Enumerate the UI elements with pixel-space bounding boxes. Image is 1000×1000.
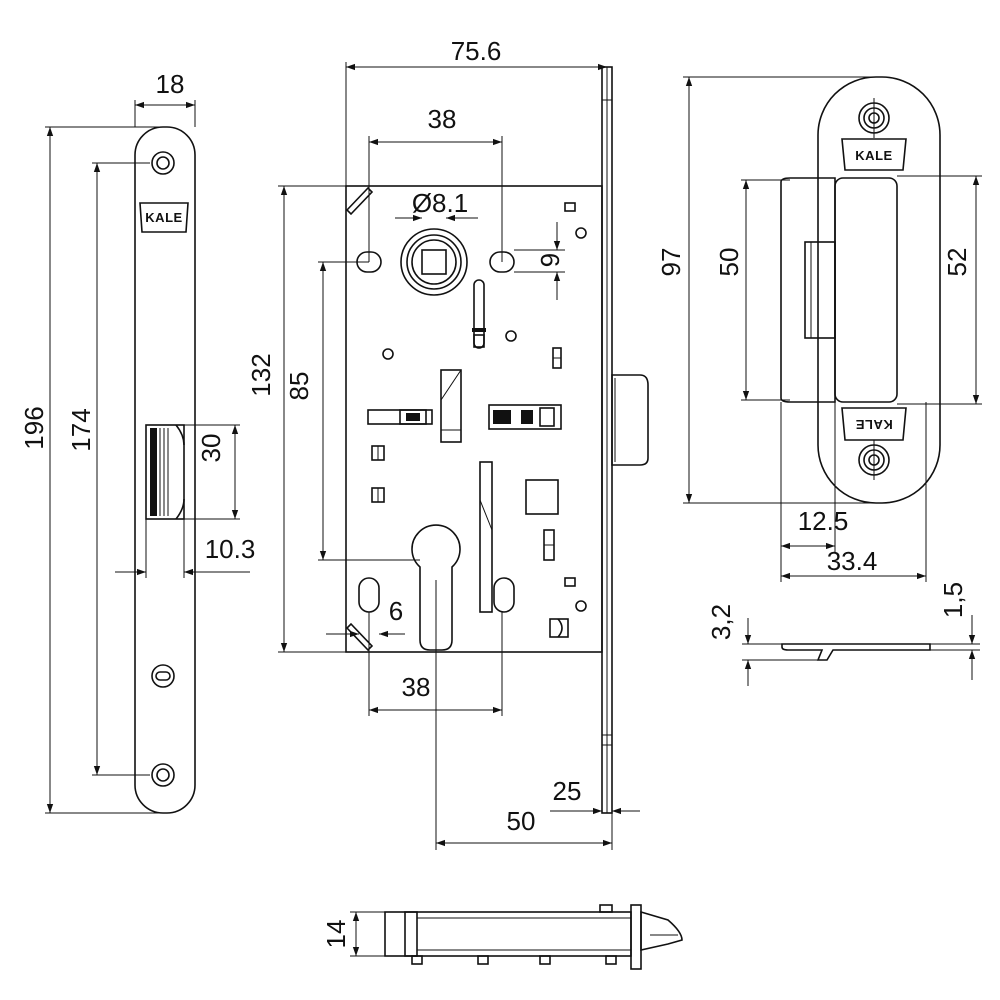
dim-faceplate-hole-spacing: 174 xyxy=(66,408,96,451)
cylinder-slot-left xyxy=(358,577,380,613)
faceplate-screw-hole-middle xyxy=(151,664,175,688)
faceplate-dimensions: 18 196 174 30 10.3 xyxy=(19,69,256,814)
dim-handle-spacing-top: 38 xyxy=(428,104,457,134)
dim-case-width: 75.6 xyxy=(451,36,502,66)
faceplate-latch-opening xyxy=(145,424,185,520)
strike-lip xyxy=(780,177,836,403)
strike-logo-bottom: KALE xyxy=(841,407,907,441)
dim-center-distance: 85 xyxy=(284,372,314,401)
strike-logo-top: KALE xyxy=(841,138,907,171)
dim-strike-width: 33.4 xyxy=(827,546,878,576)
dim-strike-length: 97 xyxy=(656,248,686,277)
dim-spindle-slot: 6 xyxy=(535,253,565,267)
lock-top-view: 14 xyxy=(321,904,683,970)
top-view-body xyxy=(384,911,632,957)
dim-backset: 50 xyxy=(507,806,536,836)
strike-logo-bottom-text: KALE xyxy=(855,417,892,432)
dim-faceplate-latch-height: 30 xyxy=(196,434,226,463)
dim-strike-offset: 12.5 xyxy=(798,506,849,536)
dim-strike-opening-inner: 50 xyxy=(714,248,744,277)
faceplate-logo-text: KALE xyxy=(145,210,182,225)
dim-cylinder-slot: 6 xyxy=(389,596,403,626)
faceplate-screw-hole-bottom xyxy=(151,763,175,787)
dim-faceplate-latch-offset: 10.3 xyxy=(205,534,256,564)
cylinder-hole xyxy=(411,524,461,651)
lever-arm xyxy=(440,369,462,443)
dim-faceplate-offset: 25 xyxy=(553,776,582,806)
strike-latch-pocket xyxy=(804,241,836,339)
deadbolt-bar-right xyxy=(488,404,562,430)
dim-strike-opening-outer: 52 xyxy=(942,248,972,277)
lock-case xyxy=(345,66,649,814)
dim-cylinder-spacing-bottom: 38 xyxy=(402,672,431,702)
bolt-rod xyxy=(479,461,493,613)
dim-case-depth: 14 xyxy=(321,920,351,949)
strike-dimensions: 97 50 52 12.5 33.4 xyxy=(656,76,982,582)
faceplate-screw-hole-top xyxy=(151,151,175,175)
dim-case-height: 132 xyxy=(246,353,276,396)
strike-plate-outline xyxy=(817,76,941,504)
lock-case-dimensions: 75.6 38 Ø8.1 6 132 85 6 38 xyxy=(246,36,640,850)
cylinder-slot-right xyxy=(493,577,515,613)
strike-opening xyxy=(834,177,898,403)
faceplate-logo: KALE xyxy=(139,202,189,233)
faceplate: KALE xyxy=(134,126,196,814)
dim-strike-thickness-a: 3,2 xyxy=(706,604,736,640)
strike-side-profile: 3,2 1,5 xyxy=(706,582,980,686)
faceplate-outline xyxy=(134,126,196,814)
top-view-faceplate xyxy=(630,904,642,970)
dim-spindle-diameter: Ø8.1 xyxy=(412,188,468,218)
dim-strike-thickness-b: 1,5 xyxy=(938,582,968,618)
spindle-follower xyxy=(400,228,468,296)
dim-faceplate-length: 196 xyxy=(19,406,49,449)
strike-logo-top-text: KALE xyxy=(855,148,892,163)
top-view-latch xyxy=(640,910,683,951)
latch-bolt xyxy=(611,374,649,466)
dim-faceplate-width: 18 xyxy=(156,69,185,99)
strike-plate: KALE KALE xyxy=(780,76,941,504)
